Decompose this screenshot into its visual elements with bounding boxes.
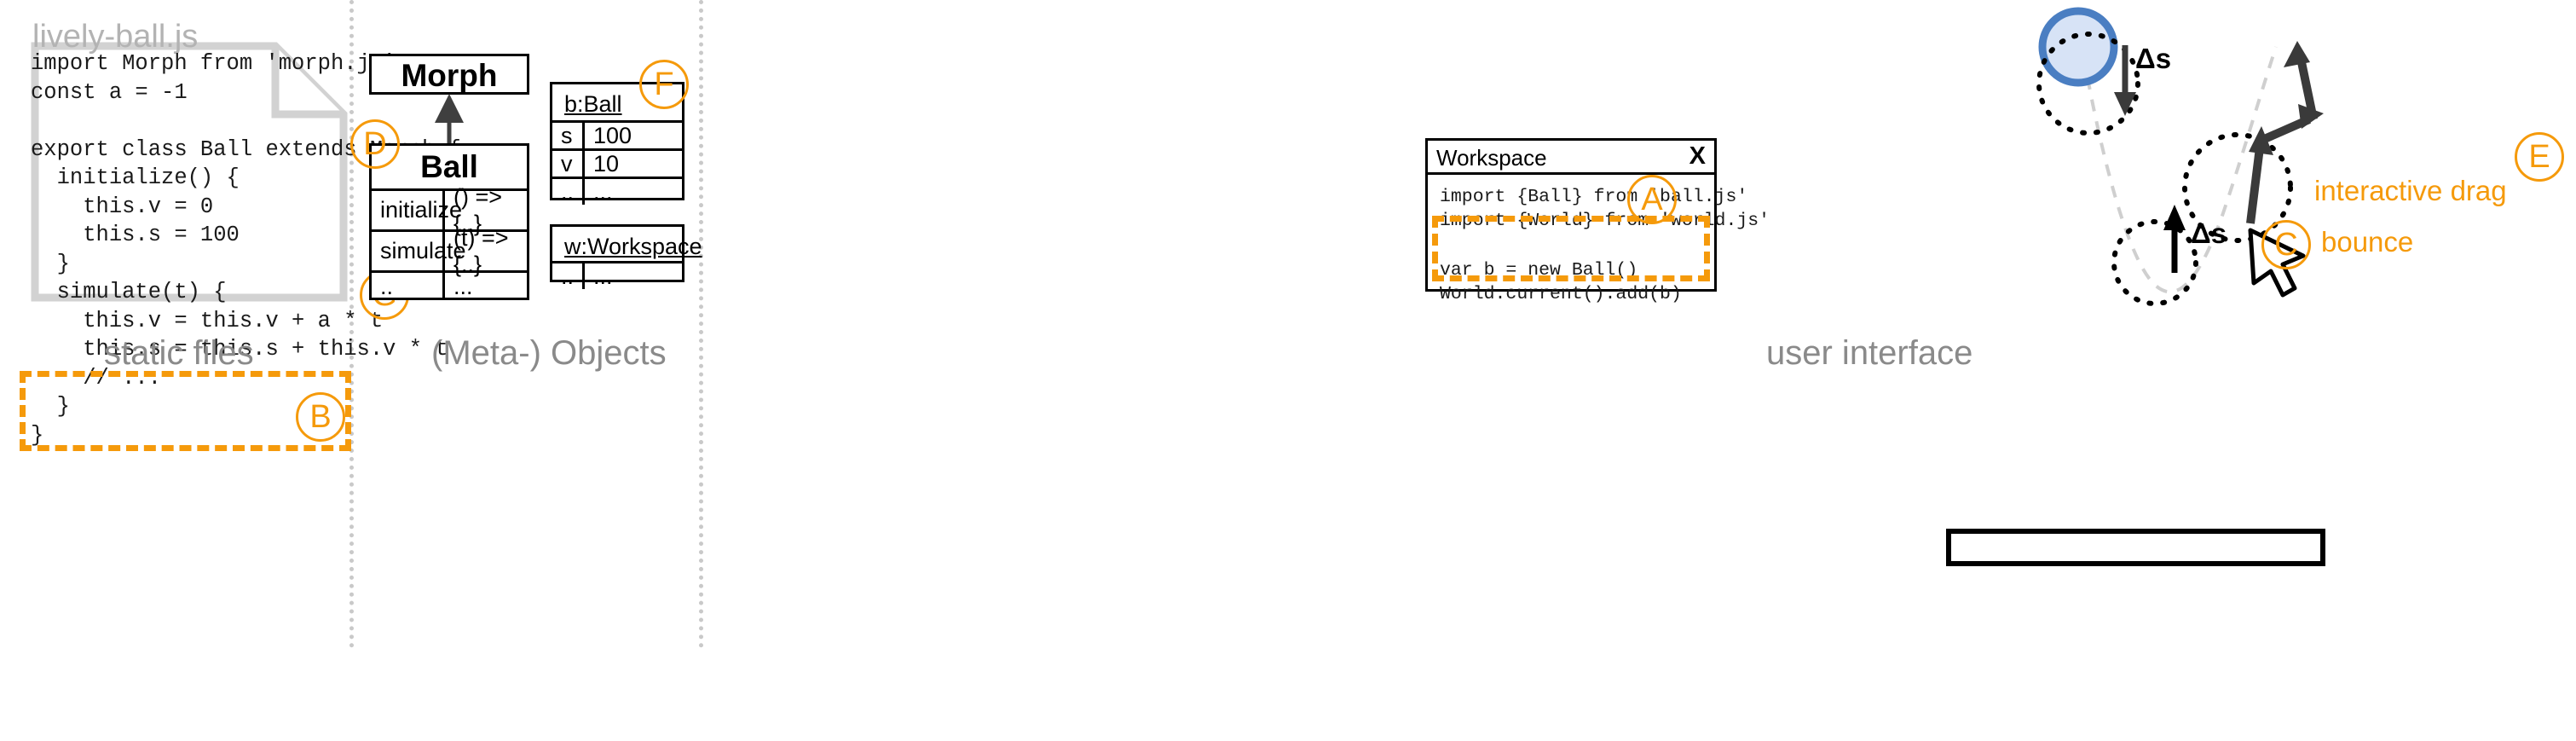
object-slot-value: ... [593, 263, 613, 289]
badge-E: E [2515, 132, 2564, 182]
ball-ghost-drag [2182, 132, 2293, 243]
uml-member-name: initialize [372, 191, 462, 229]
zone-caption-user-interface: user interface [1766, 334, 1973, 372]
ball-shape [2038, 7, 2118, 87]
object-name-label: w:Workspace [564, 234, 702, 259]
badge-A-letter: A [1641, 181, 1663, 217]
object-slot-key: .. [552, 179, 585, 205]
object-slot-value: 100 [593, 122, 632, 148]
bounce-label: bounce [2321, 226, 2414, 258]
object-row: .. ... [552, 177, 682, 205]
zone-caption-static-files: static files [104, 334, 254, 372]
badge-E-letter: E [2528, 138, 2550, 175]
badge-A: A [1627, 175, 1677, 224]
object-slot-value: 10 [593, 150, 620, 177]
badge-B-letter: B [309, 398, 332, 435]
badge-F: F [639, 60, 689, 109]
object-row: s 100 [552, 120, 682, 148]
uml-class-morph: Morph [369, 54, 529, 95]
delta-s-label-top: Δs [2135, 43, 2172, 74]
object-slot-key: v [552, 151, 585, 177]
badge-B: B [296, 392, 345, 442]
file-card-shape [31, 42, 348, 302]
uml-class-morph-title: Morph [401, 58, 498, 93]
object-slot-key: s [552, 123, 585, 148]
uml-member-value: ... [453, 273, 473, 299]
ball-ghost-bottom [2111, 219, 2198, 306]
uml-member-name: simulate [372, 232, 466, 270]
uml-row: initialize () => {..} [372, 183, 527, 236]
object-row: v 10 [552, 148, 682, 177]
uml-member-value: (t) => {..} [453, 224, 509, 277]
uml-class-ball: Ball initialize () => {..} simulate (t) … [369, 143, 529, 300]
object-slot-value: ... [593, 178, 613, 205]
uml-row: simulate (t) => {..} [372, 224, 527, 277]
uml-member-name: .. [372, 273, 445, 300]
workspace-title: Workspace [1436, 145, 1547, 171]
file-card [31, 42, 348, 302]
ball-animation-scene [2036, 7, 2324, 306]
delta-s-label-bottom: Δs [2191, 217, 2227, 249]
interactive-drag-label: interactive drag [2314, 175, 2507, 206]
badge-C: C [2261, 220, 2311, 269]
file-name-label: lively-ball.js [32, 19, 199, 55]
ball-ghost-1 [2036, 32, 2140, 136]
zone-caption-meta-objects: (Meta-) Objects [431, 334, 667, 372]
highlight-box-workspace-statements [1432, 216, 1710, 281]
highlight-box-simulate [20, 371, 351, 451]
divider-right [699, 0, 703, 648]
object-slot-key: .. [552, 263, 585, 289]
file-source-code: import Morph from 'morph.js' const a = -… [31, 51, 461, 448]
close-icon[interactable]: X [1689, 142, 1706, 170]
uml-row: .. ... [372, 270, 527, 300]
divider-left [349, 0, 354, 648]
badge-D: D [350, 119, 400, 169]
object-box-w-workspace: w:Workspace .. ... [550, 224, 702, 289]
floor-platform [1946, 529, 2325, 566]
object-name-label: b:Ball [564, 91, 622, 117]
badge-F-letter: F [654, 66, 674, 102]
object-row: .. ... [552, 261, 682, 289]
uml-member-value: () => {..} [453, 183, 503, 236]
uml-class-ball-title: Ball [420, 149, 478, 184]
workspace-title-bar[interactable]: Workspace X [1428, 141, 1714, 175]
badge-D-letter: D [363, 125, 387, 162]
badge-C-letter: C [2274, 226, 2298, 263]
